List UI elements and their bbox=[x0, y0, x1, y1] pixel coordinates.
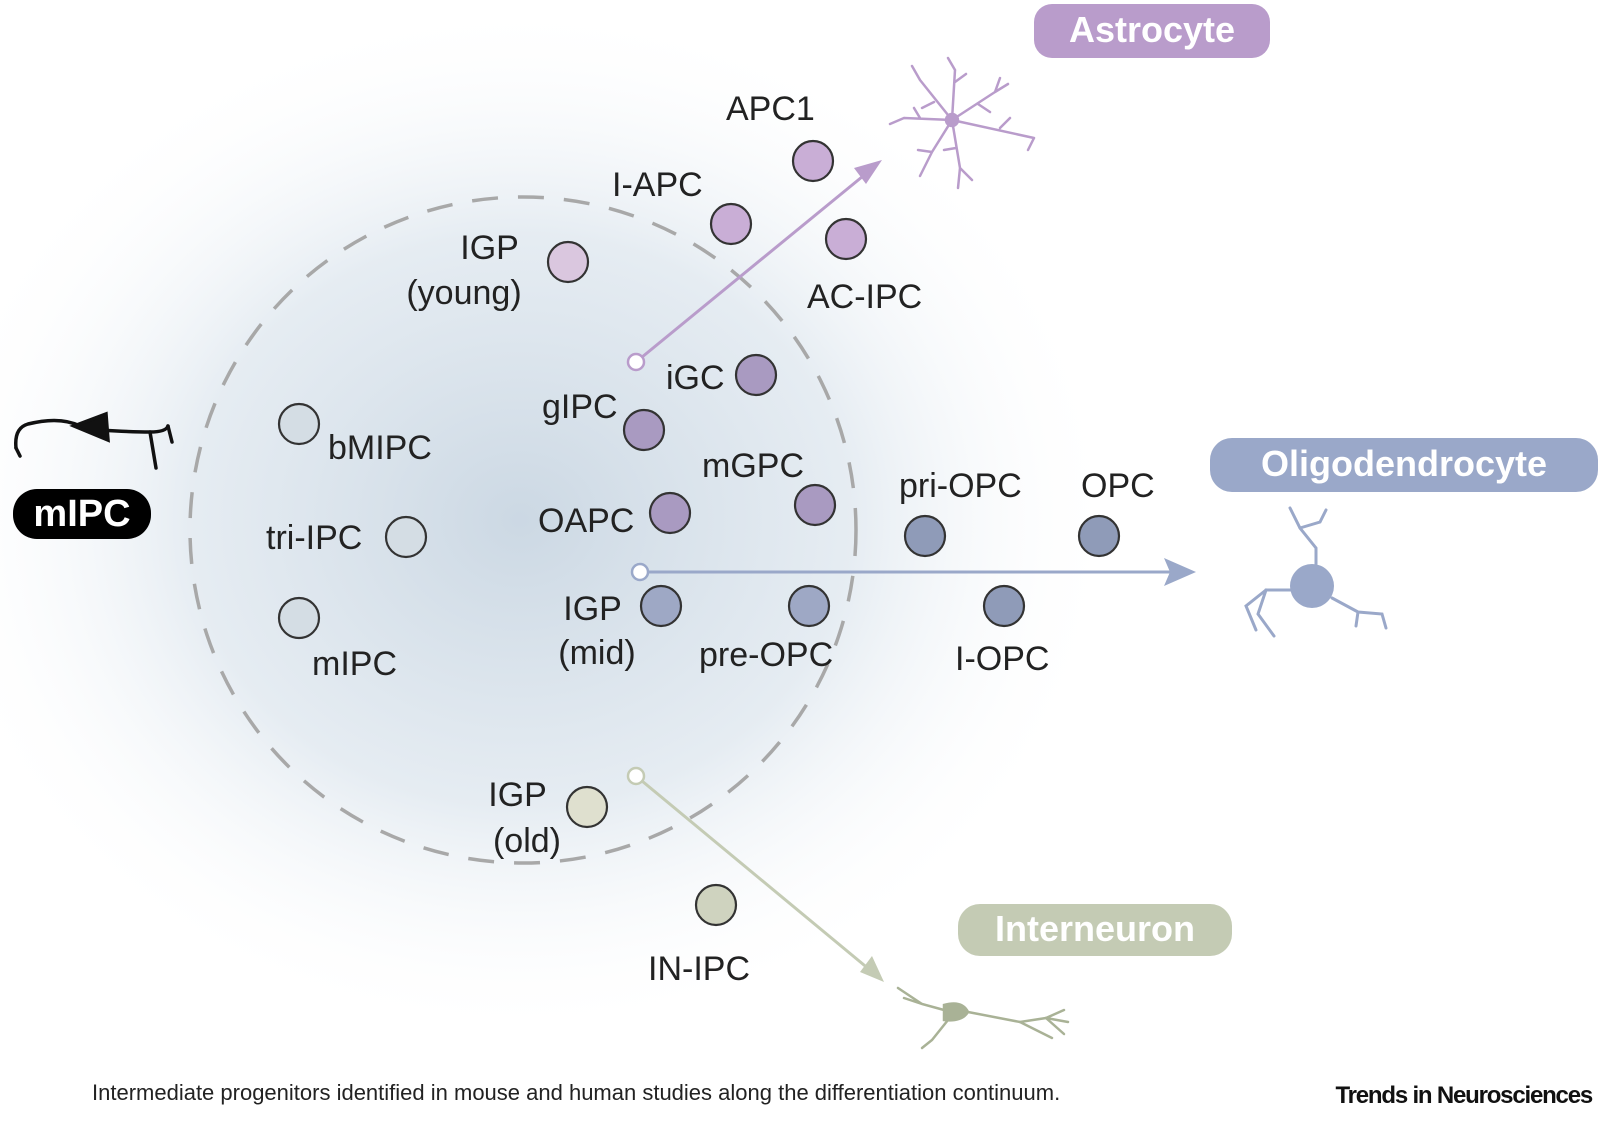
node-mipc bbox=[277, 596, 321, 640]
label-igp-old-line2: (old) bbox=[493, 822, 561, 860]
node-pre-opc bbox=[787, 584, 831, 628]
label-mgpc: mGPC bbox=[702, 447, 804, 485]
node-bmipc bbox=[277, 402, 321, 446]
label-mipc: mIPC bbox=[312, 645, 397, 683]
node-i-apc bbox=[709, 202, 753, 246]
label-igp-mid: IGP (mid) bbox=[558, 590, 635, 672]
node-ac-ipc bbox=[824, 217, 868, 261]
label-igp-old-line1: IGP bbox=[488, 776, 546, 814]
oligodendrocyte-arrow bbox=[630, 558, 1196, 586]
label-igp-young-line2: (young) bbox=[406, 274, 521, 312]
label-igp-mid-line1: IGP bbox=[563, 590, 621, 628]
node-oapc bbox=[648, 491, 692, 535]
continuum-boundary bbox=[188, 195, 858, 865]
node-apc1 bbox=[791, 139, 835, 183]
pyramidal-neuron-icon bbox=[14, 411, 174, 470]
label-opc: OPC bbox=[1081, 467, 1155, 505]
astrocyte-badge: Astrocyte bbox=[1034, 4, 1270, 58]
label-pri-opc: pri-OPC bbox=[899, 467, 1022, 505]
oligodendrocyte-badge: Oligodendrocyte bbox=[1210, 438, 1598, 492]
astrocyte-arrow bbox=[626, 160, 882, 372]
label-in-ipc: IN-IPC bbox=[648, 950, 750, 988]
label-igp-young: IGP (young) bbox=[406, 229, 527, 312]
label-ac-ipc: AC-IPC bbox=[807, 278, 922, 316]
oligodendrocyte-cell-icon bbox=[1244, 506, 1388, 638]
astrocyte-cell-icon bbox=[888, 56, 1036, 190]
interneuron-badge: Interneuron bbox=[958, 904, 1232, 956]
journal-logo: Trends in Neurosciences bbox=[1335, 1082, 1593, 1109]
interneuron-cell-icon bbox=[896, 986, 1070, 1050]
label-l-opc: I-OPC bbox=[955, 640, 1049, 678]
interneuron-label: Interneuron bbox=[995, 908, 1195, 949]
label-apc1: APC1 bbox=[726, 90, 815, 128]
interneuron-arrow bbox=[626, 766, 884, 982]
node-pri-opc bbox=[903, 514, 947, 558]
label-pre-opc: pre-OPC bbox=[699, 636, 833, 674]
oligodendrocyte-label: Oligodendrocyte bbox=[1261, 443, 1547, 484]
node-igc bbox=[734, 353, 778, 397]
label-igp-mid-line2: (mid) bbox=[558, 634, 635, 672]
label-igp-young-line1: IGP bbox=[460, 229, 518, 267]
node-gipc bbox=[622, 408, 666, 452]
label-igc: iGC bbox=[666, 359, 725, 397]
node-l-opc bbox=[982, 584, 1026, 628]
node-igp-mid bbox=[639, 584, 683, 628]
node-tri-ipc bbox=[384, 515, 428, 559]
label-bmipc: bMIPC bbox=[328, 429, 432, 467]
label-i-apc: I-APC bbox=[612, 166, 703, 204]
label-igp-old: IGP (old) bbox=[488, 776, 561, 860]
label-tri-ipc: tri-IPC bbox=[266, 519, 362, 557]
label-gipc: gIPC bbox=[542, 388, 618, 426]
mipc-badge-label: mIPC bbox=[33, 493, 130, 535]
node-in-ipc bbox=[694, 883, 738, 927]
label-oapc: OAPC bbox=[538, 502, 634, 540]
mipc-badge: mIPC bbox=[13, 489, 151, 539]
node-igp-old bbox=[565, 785, 609, 829]
figure-caption: Intermediate progenitors identified in m… bbox=[92, 1080, 1061, 1105]
progenitor-nodes: bMIPC tri-IPC mIPC IGP (young) I-APC APC… bbox=[266, 90, 1155, 988]
node-igp-young bbox=[546, 240, 590, 284]
node-opc bbox=[1077, 514, 1121, 558]
astrocyte-label: Astrocyte bbox=[1069, 9, 1235, 50]
node-mgpc bbox=[793, 483, 837, 527]
